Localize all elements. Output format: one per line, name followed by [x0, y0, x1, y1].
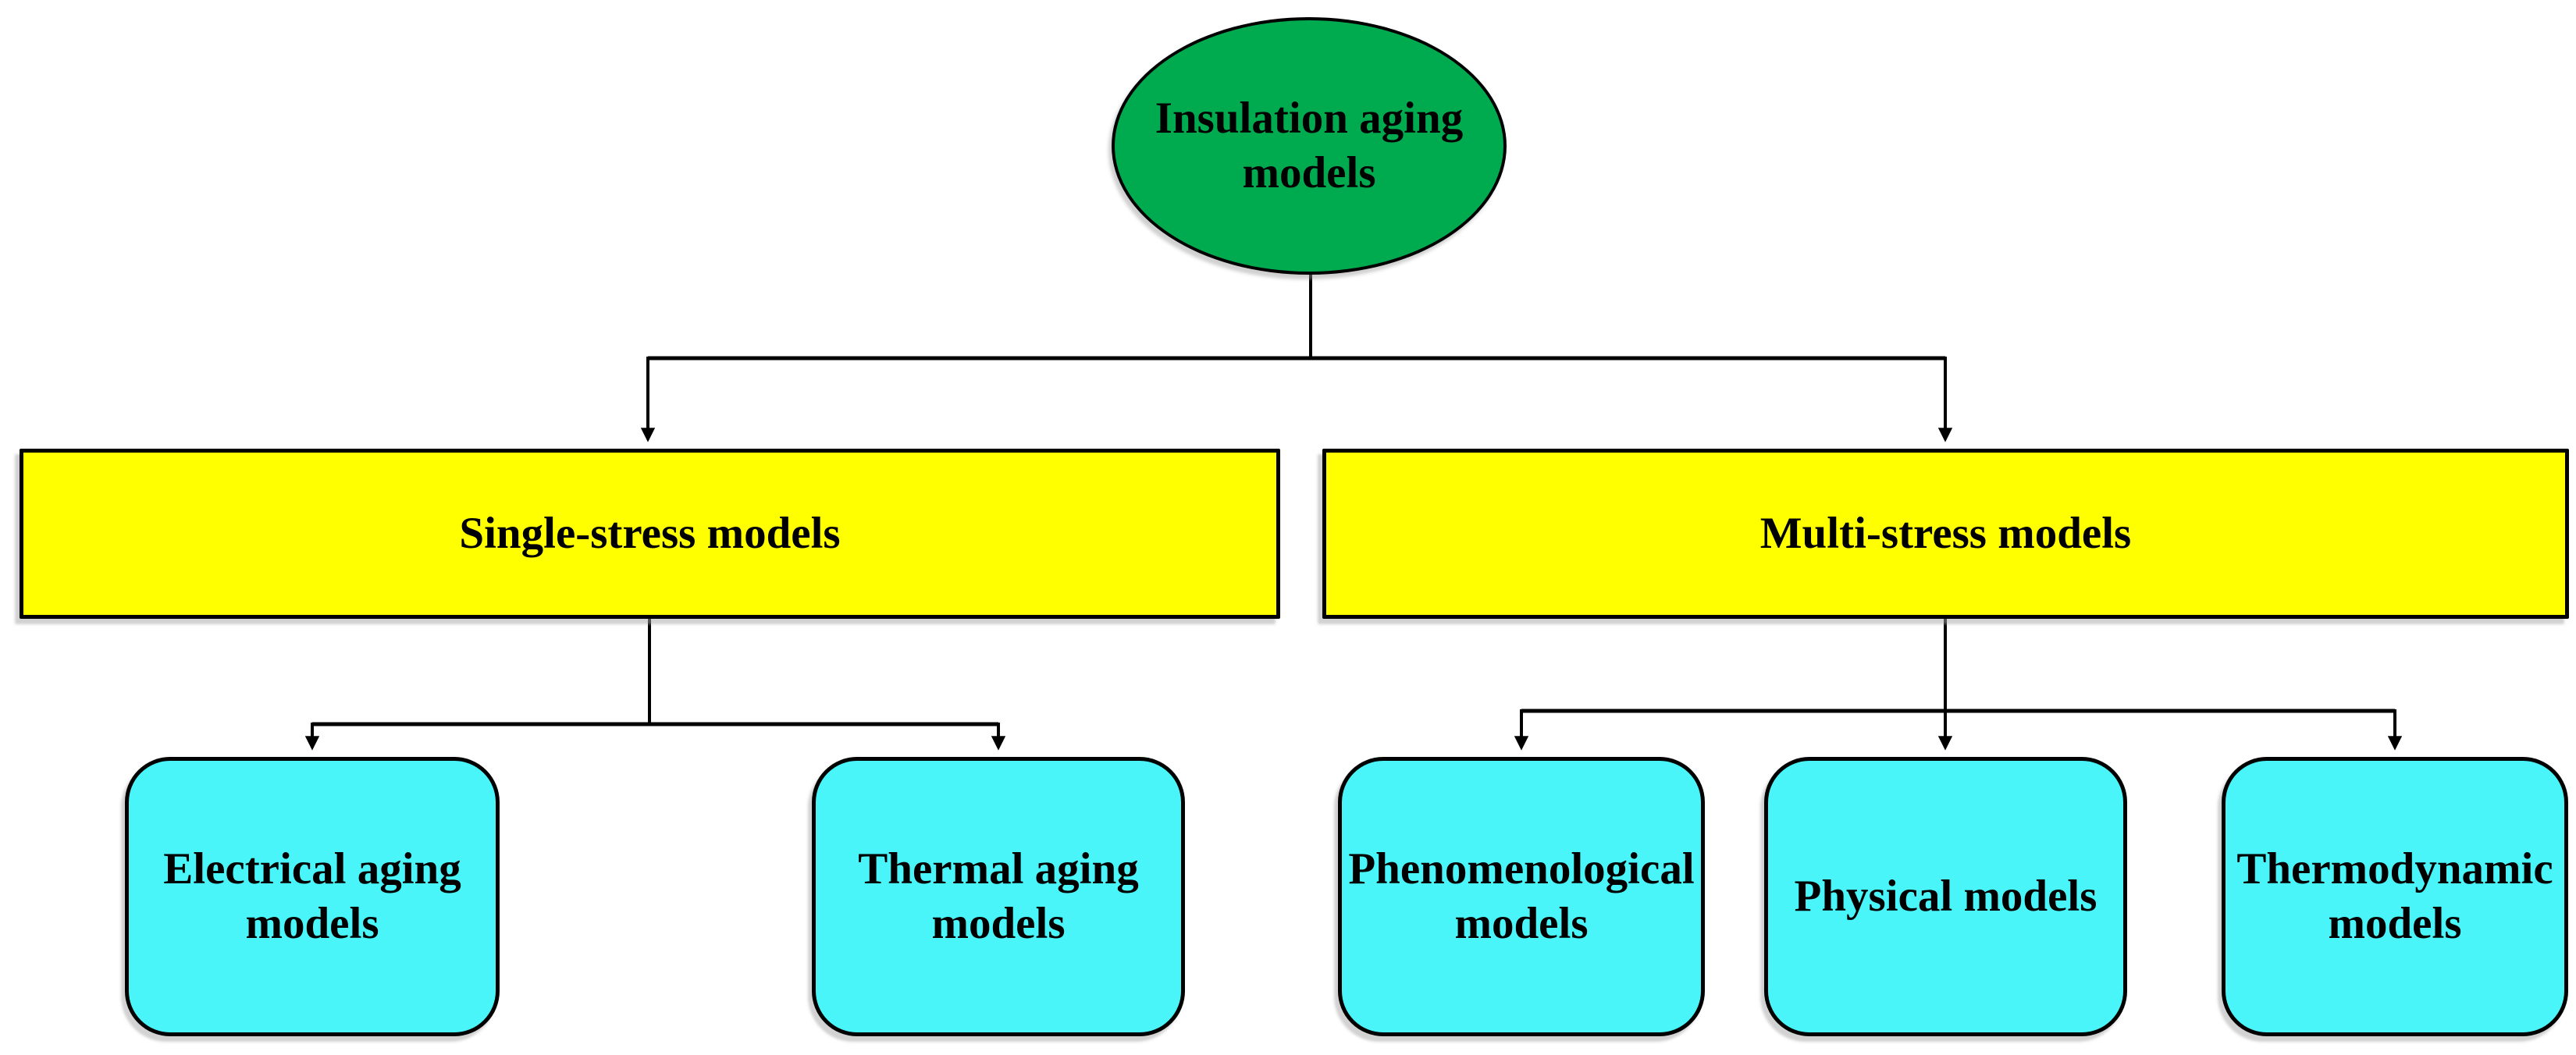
- node-thermodynamic-models: Thermodynamic models: [2222, 757, 2568, 1036]
- node-thermal-aging-models: Thermal aging models: [812, 757, 1185, 1036]
- electrical-aging-label: Electrical aging models: [163, 844, 461, 948]
- node-physical-models: Physical models: [1764, 757, 2127, 1036]
- phenomenological-label: Phenomenological models: [1348, 844, 1695, 948]
- physical-models-label: Physical models: [1794, 872, 2097, 922]
- single-stress-label: Single-stress models: [459, 509, 841, 559]
- node-single-stress-models: Single-stress models: [20, 449, 1280, 619]
- root-node-insulation-aging-models: Insulation aging models: [1112, 17, 1507, 275]
- node-multi-stress-models: Multi-stress models: [1322, 449, 2569, 619]
- multi-stress-label: Multi-stress models: [1759, 509, 2132, 559]
- thermal-aging-label: Thermal aging models: [858, 844, 1139, 948]
- root-node-label: Insulation aging models: [1155, 94, 1464, 197]
- thermodynamic-label: Thermodynamic models: [2236, 844, 2553, 948]
- node-phenomenological-models: Phenomenological models: [1338, 757, 1705, 1036]
- node-electrical-aging-models: Electrical aging models: [125, 757, 500, 1036]
